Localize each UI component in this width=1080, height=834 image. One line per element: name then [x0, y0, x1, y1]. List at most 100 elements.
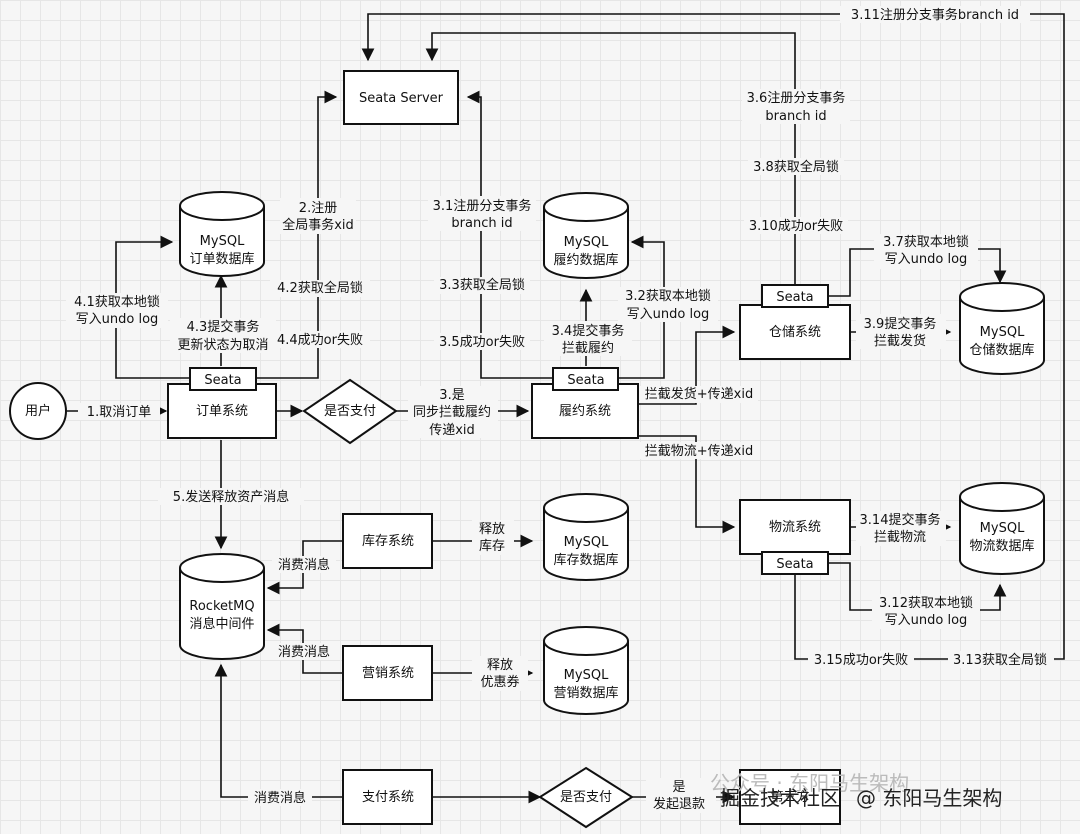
edge-labels: 1.取消订单 2.注册 全局事务xid 4.2获取全局锁 4.4成功or失败 4…	[66, 6, 1054, 813]
edge-label-4-4: 4.4成功or失败	[277, 333, 363, 348]
edge-label-3-14-line2: 拦截物流	[874, 530, 926, 545]
payment-system-label: 支付系统	[362, 790, 414, 805]
databases: MySQL 订单数据库 MySQL 履约数据库 MySQL 仓储数据库 MySQ…	[179, 191, 1045, 715]
edge-label-3-5: 3.5成功or失败	[439, 335, 525, 350]
edge-label-3-4-line1: 3.4提交事务	[552, 323, 625, 339]
edge-consume-3	[214, 663, 343, 798]
edge-label-1: 1.取消订单	[87, 405, 151, 420]
inventory-system-box	[342, 513, 433, 569]
seata-server-box	[343, 70, 459, 125]
fulfillment-system-box	[531, 383, 639, 439]
order-db-line2: 订单数据库	[189, 251, 254, 267]
logistics-db: MySQL 物流数据库	[959, 482, 1045, 575]
user-node	[9, 382, 67, 440]
edge-label-2-line2: 全局事务xid	[282, 217, 354, 233]
edge-label-4-2: 4.2获取全局锁	[277, 280, 363, 296]
logistics-db-line1: MySQL	[980, 521, 1025, 536]
seata-logistics-tag	[761, 551, 829, 575]
edge-label-4-3-line1: 4.3提交事务	[187, 319, 260, 335]
fulfillment-db-line1: MySQL	[564, 235, 609, 250]
rocketmq-line2: 消息中间件	[189, 616, 254, 632]
seata-order-label: Seata	[204, 373, 241, 388]
third-party-label: 第三方	[770, 789, 809, 805]
edge-label-3-4-line2: 拦截履约	[562, 341, 614, 356]
edge-label-3-10: 3.10成功or失败	[749, 219, 843, 234]
inventory-system-label: 库存系统	[362, 533, 414, 549]
edge-3-11	[361, 13, 1065, 660]
edge-label-3-13: 3.13获取全局锁	[953, 652, 1047, 668]
edge-label-3-3: 3.3获取全局锁	[439, 277, 525, 293]
edge-label-release-inventory-line2: 库存	[479, 538, 505, 554]
rocketmq: RocketMQ 消息中间件	[179, 553, 265, 660]
edge-label-consume-3: 消费消息	[254, 790, 306, 806]
decision-is-paid-2-label: 是否支付	[560, 790, 612, 805]
decision-is-paid-2	[538, 766, 634, 829]
fulfillment-db-line2: 履约数据库	[553, 252, 618, 268]
warehouse-db-line1: MySQL	[980, 325, 1025, 340]
decision-is-paid-1	[302, 378, 398, 445]
seata-fulfillment-tag	[552, 367, 619, 391]
warehouse-db-line2: 仓储数据库	[969, 342, 1034, 358]
marketing-system-label: 营销系统	[362, 666, 414, 681]
edge-3-7	[828, 248, 1007, 297]
edge-label-3-7-line1: 3.7获取本地锁	[883, 234, 969, 250]
edge-register-global	[256, 90, 338, 379]
edge-intercept-logistics	[638, 435, 736, 534]
edge-label-refund-line1: 是	[672, 780, 685, 795]
order-system-box	[167, 383, 277, 439]
seata-fulfillment-label: Seata	[567, 373, 604, 388]
edge-label-3-9-line1: 3.9提交事务	[864, 316, 937, 332]
marketing-db-line1: MySQL	[564, 668, 609, 683]
edge-label-3-7-line2: 写入undo log	[885, 252, 968, 267]
edge-label-3-9-line2: 拦截发货	[874, 333, 926, 349]
edge-label-2-line1: 2.注册	[299, 201, 337, 216]
edge-label-3-2-line1: 3.2获取本地锁	[625, 288, 711, 304]
order-db-line1: MySQL	[200, 234, 245, 249]
watermark-faint: 公众号 · 东阳马生架构	[710, 771, 909, 795]
user-label: 用户	[25, 403, 51, 419]
edge-label-3-14-line1: 3.14提交事务	[860, 512, 941, 528]
edge-label-3-2-line2: 写入undo log	[627, 307, 710, 322]
edge-label-consume-2: 消费消息	[278, 644, 330, 660]
edge-label-release-coupon-line1: 释放	[487, 658, 513, 673]
edge-label-3-12-line1: 3.12获取本地锁	[879, 595, 973, 611]
edge-label-3-12-line2: 写入undo log	[885, 613, 968, 628]
inventory-db-line1: MySQL	[564, 535, 609, 550]
logistics-system-label: 物流系统	[769, 520, 821, 535]
edge-label-4-1-line1: 4.1获取本地锁	[74, 294, 160, 310]
edge-label-4-1-line2: 写入undo log	[76, 312, 159, 327]
edge-label-refund-line2: 发起退款	[653, 796, 705, 812]
fulfillment-db: MySQL 履约数据库	[543, 192, 629, 279]
inventory-db-line2: 库存数据库	[553, 552, 618, 568]
edge-label-3-6-line1: 3.6注册分支事务	[747, 90, 846, 106]
edge-label-consume-1: 消费消息	[278, 557, 330, 573]
marketing-system-box	[342, 645, 433, 701]
watermark-right: @ 东阳马生架构	[856, 786, 1002, 810]
seata-order-tag	[189, 367, 257, 391]
seata-warehouse-tag	[761, 284, 829, 308]
edge-label-3-8: 3.8获取全局锁	[753, 159, 839, 175]
third-party-box	[739, 769, 841, 825]
edge-label-3-15: 3.15成功or失败	[814, 653, 908, 668]
warehouse-db: MySQL 仓储数据库	[959, 282, 1045, 375]
watermark-left: 掘金技术社区	[720, 786, 840, 810]
order-db: MySQL 订单数据库	[179, 191, 265, 277]
edge-label-4-3-line2: 更新状态为取消	[177, 337, 268, 353]
fulfillment-system-label: 履约系统	[559, 404, 611, 419]
warehouse-system-label: 仓储系统	[769, 325, 821, 340]
edge-label-3-line1: 3.是	[439, 388, 464, 403]
seata-server-label: Seata Server	[359, 91, 444, 106]
edge-label-3-line3: 传递xid	[429, 423, 475, 438]
seata-logistics-label: Seata	[776, 557, 813, 572]
order-system-label: 订单系统	[196, 404, 248, 419]
edge-label-intercept-ship: 拦截发货+传递xid	[645, 386, 753, 402]
inventory-db: MySQL 库存数据库	[543, 493, 629, 581]
rocketmq-line1: RocketMQ	[189, 599, 254, 614]
marketing-db-line2: 营销数据库	[553, 685, 618, 701]
edge-3-1	[466, 90, 553, 379]
payment-system-box	[342, 769, 433, 825]
watermark: 公众号 · 东阳马生架构 掘金技术社区 @ 东阳马生架构	[710, 771, 1002, 810]
edge-label-3-1-line1: 3.1注册分支事务	[433, 198, 532, 214]
edge-intercept-ship	[638, 325, 736, 405]
